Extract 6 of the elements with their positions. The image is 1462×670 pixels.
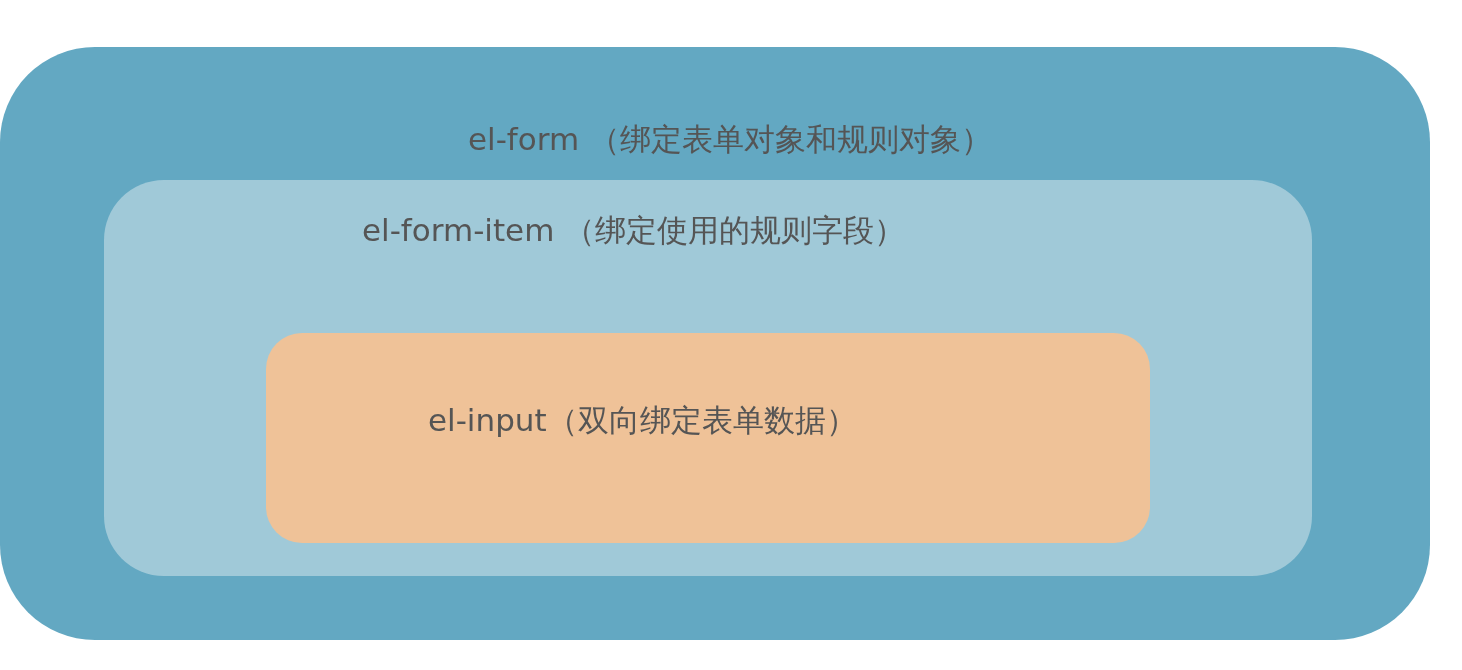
outer-container	[0, 47, 1430, 640]
box-heading: el-form-item （绑定使用的规则字段）	[362, 211, 906, 250]
box-heading: el-input（双向绑定表单数据）	[428, 401, 857, 440]
box-heading: el-form （绑定表单对象和规则对象）	[468, 120, 992, 159]
inner-container	[104, 180, 1312, 576]
input-box	[266, 333, 1150, 543]
